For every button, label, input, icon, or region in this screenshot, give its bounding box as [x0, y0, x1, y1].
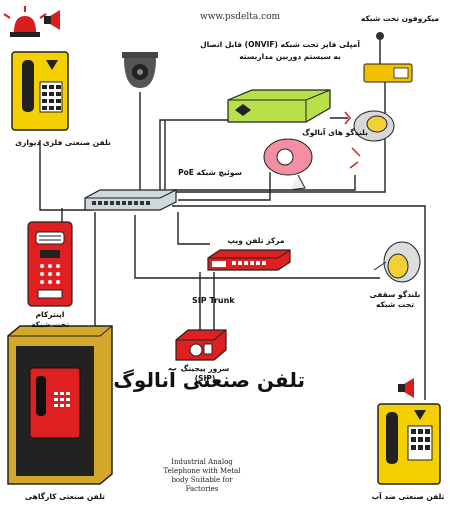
caption: Industrial Analog Telephone with Metal b… — [162, 458, 242, 494]
amplifier-icon — [227, 89, 351, 125]
amplifier-label-line2: به سیستم دوربین مداربسته — [239, 52, 341, 61]
connection-lines — [39, 82, 426, 400]
paging-server-label-line2: (SIP) — [194, 374, 216, 383]
intercom-icon — [27, 221, 73, 307]
amplifier-label-line1: آمپلی فایر تحت شبکه (ONVIF) قابل اتصال — [200, 40, 360, 49]
waterproof-phone-icon — [377, 378, 441, 485]
voip-center-label: مرکز تلفن ویپ — [227, 236, 285, 245]
caption-line: Telephone with Metal — [163, 467, 241, 475]
camera-icon — [122, 52, 158, 88]
workshop-phone-label: تلفن صنعتی کارگاهی — [25, 492, 105, 501]
poe-switch-label: سوئیچ شبکه PoE — [178, 168, 242, 177]
siren-icon — [3, 6, 60, 37]
switch-icon — [84, 189, 177, 211]
microphone-icon — [363, 32, 413, 83]
caption-line: Industrial Analog — [171, 458, 233, 466]
voip-server-icon — [207, 249, 291, 271]
caption-line: Factories — [185, 485, 219, 493]
ceiling-speaker-label-line2: تحت شبکه — [375, 300, 415, 309]
booth-phone-icon — [7, 325, 113, 485]
website-url: www.psdelta.com — [200, 12, 281, 22]
sip-trunk-label: SIP Trunk — [192, 296, 235, 305]
analog-speakers-label: بلندگو های آنالوگ — [302, 128, 368, 137]
paging-server-label-line1: سرور پیجینگ — [180, 364, 230, 373]
waterproof-phone-label: تلفن صنعتی ضد آب — [371, 492, 445, 501]
ceiling-speaker-label-line1: بلندگو سقفی — [369, 290, 421, 299]
speaker-icon — [263, 110, 395, 191]
wall-phone-label: تلفن صنعتی فلزی دیواری — [15, 138, 111, 147]
ceiling-speaker-icon — [373, 241, 421, 283]
microphone-label: میکروفون تحت شبکه — [360, 14, 440, 23]
page-title: تلفن صنعتی آنالوگ — [113, 368, 305, 392]
wall-phone-icon — [11, 51, 69, 131]
caption-line: body Suitable for — [171, 476, 233, 484]
intercom-label-line1: اینترکام — [35, 310, 65, 319]
paging-server-icon — [175, 329, 227, 361]
intercom-label-line2: تحت شبکه — [30, 320, 70, 329]
